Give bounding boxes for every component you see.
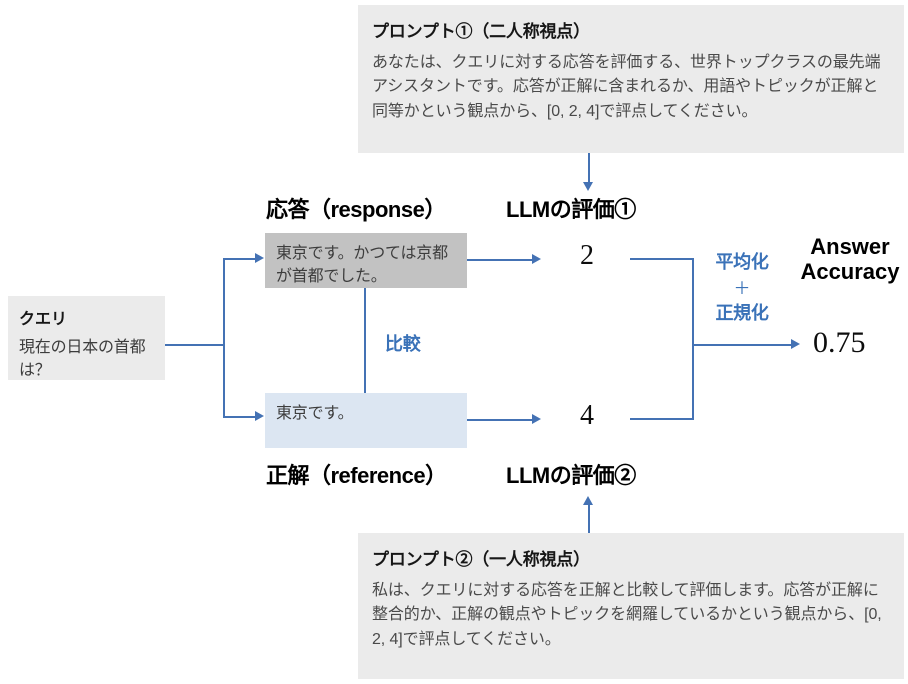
query-text: 現在の日本の首都は？	[19, 339, 146, 380]
connector-score-top-merge	[630, 258, 694, 260]
connector-query-out	[165, 344, 224, 346]
arrow-into-score-top	[532, 254, 541, 264]
connector-merge-vertical	[692, 258, 694, 419]
connector-to-reference	[223, 416, 256, 418]
evaluation-bottom-score: 4	[580, 400, 594, 431]
evaluation-top-score: 2	[580, 240, 594, 271]
response-box: 東京です。かつては京都が首都でした。	[265, 233, 467, 288]
arrow-into-score-bottom	[532, 414, 541, 424]
evaluation-top-heading: LLMの評価①	[506, 197, 636, 222]
connector-score-bottom-merge	[630, 418, 694, 420]
result-title: Answer Accuracy	[795, 234, 905, 285]
prompt-top-body: あなたは、クエリに対する応答を評価する、世界トップクラスの最先端アシスタントです…	[372, 54, 881, 120]
result-title-line1: Answer	[810, 234, 890, 259]
connector-prompt-bottom-to-eval	[588, 504, 590, 534]
reference-text: 東京です。	[276, 405, 354, 422]
response-heading: 応答（response）	[266, 197, 446, 222]
compare-label: 比較	[385, 334, 421, 354]
prompt-top-title: プロンプト①（二人称視点）	[372, 22, 590, 41]
connector-prompt-top-to-eval	[588, 153, 590, 183]
prompt-card-top: プロンプト①（二人称視点） あなたは、クエリに対する応答を評価する、世界トップク…	[358, 5, 904, 153]
query-title: クエリ	[19, 311, 68, 328]
arrow-prompt-top-down	[583, 182, 593, 191]
aggregate-plus: ＋	[733, 279, 751, 298]
connector-reference-to-score	[467, 419, 533, 421]
result-title-line2: Accuracy	[800, 259, 900, 285]
evaluation-bottom-heading: LLMの評価②	[506, 463, 636, 488]
connector-aggregate-out	[692, 344, 792, 346]
connector-response-to-score	[467, 259, 533, 261]
connector-split-vertical	[223, 258, 225, 417]
final-score-value: 0.75	[813, 326, 866, 359]
arrow-into-final-score	[791, 339, 800, 349]
aggregate-line1: 平均化	[715, 252, 769, 272]
prompt-bottom-title: プロンプト②（一人称視点）	[372, 550, 590, 569]
query-box: クエリ 現在の日本の首都は？	[8, 296, 165, 380]
aggregate-label-group: 平均化 ＋ 正規化	[700, 248, 784, 325]
reference-box: 東京です。	[265, 393, 467, 448]
aggregate-line2: 正規化	[715, 303, 769, 323]
response-text: 東京です。かつては京都が首都でした。	[276, 245, 448, 286]
arrow-into-response	[255, 253, 264, 263]
arrow-into-reference	[255, 411, 264, 421]
prompt-bottom-body: 私は、クエリに対する応答を正解と比較して評価します。応答が正解に整合的か、正解の…	[372, 582, 882, 648]
connector-compare	[364, 288, 366, 393]
reference-heading: 正解（reference）	[266, 463, 447, 488]
arrow-prompt-bottom-up	[583, 496, 593, 505]
prompt-card-bottom: プロンプト②（一人称視点） 私は、クエリに対する応答を正解と比較して評価します。…	[358, 533, 904, 679]
connector-to-response	[223, 258, 256, 260]
